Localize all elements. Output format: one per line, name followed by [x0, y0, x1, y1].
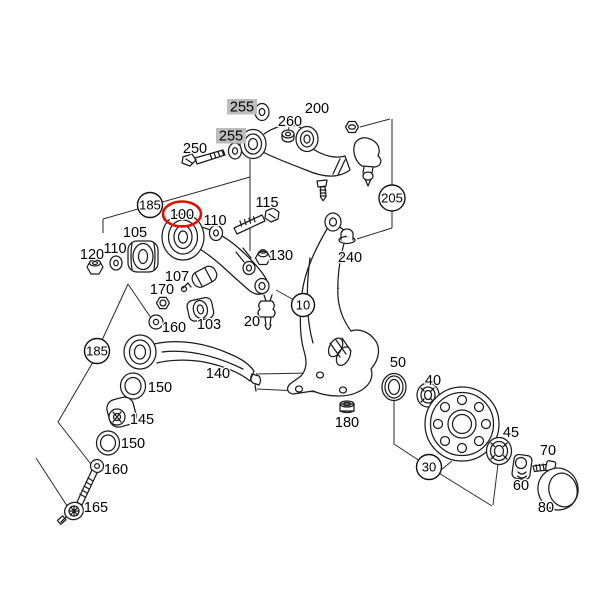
- stabilizer-link-165: [56, 469, 98, 525]
- callout-115: 115: [255, 195, 278, 211]
- cap-80: [537, 467, 579, 511]
- callout-130: 130: [269, 248, 293, 264]
- washer-110-left: [109, 255, 123, 271]
- callouts: 255 255 250 260 200 205 185 100 110 115 …: [79, 99, 557, 517]
- svg-text:30: 30: [422, 460, 436, 475]
- callout-110-left: 110: [103, 241, 126, 257]
- nut-170: [155, 296, 171, 310]
- callout-50: 50: [390, 355, 406, 371]
- callout-100-red-oval: 100: [161, 200, 203, 228]
- callout-255-lower: 255: [216, 128, 246, 145]
- callout-140: 140: [206, 366, 230, 382]
- nut-260: [281, 129, 295, 143]
- callout-170: 170: [150, 282, 174, 298]
- callout-110-right: 110: [203, 213, 226, 229]
- washer-110-right: [208, 224, 224, 242]
- upper-control-arm: [239, 124, 351, 177]
- callout-10: 10: [290, 292, 316, 318]
- callout-60: 60: [513, 478, 529, 494]
- callout-105: 105: [123, 225, 147, 241]
- nut-120: [86, 259, 104, 275]
- guide-bolt-250: [181, 149, 226, 167]
- callout-103: 103: [197, 317, 221, 333]
- nut-130: [254, 249, 272, 266]
- svg-text:185: 185: [86, 344, 108, 359]
- svg-text:185: 185: [139, 198, 161, 213]
- upper-ball-joint: [353, 137, 382, 187]
- ball-joint-20: [257, 294, 276, 331]
- callout-107: 107: [165, 269, 189, 285]
- svg-text:255: 255: [219, 129, 243, 145]
- callout-80: 80: [538, 500, 554, 516]
- callout-45: 45: [503, 425, 519, 441]
- callout-150-lower: 150: [121, 436, 145, 452]
- callout-70: 70: [540, 443, 556, 459]
- bushing-105: [127, 240, 159, 273]
- callout-205: 205: [378, 184, 406, 212]
- washer-160-upper: [148, 314, 164, 330]
- bushing-103: [186, 297, 215, 322]
- bearing-45: [485, 436, 513, 466]
- callout-145: 145: [130, 412, 154, 428]
- wheel-hub: [424, 386, 500, 462]
- callout-120: 120: [80, 247, 104, 263]
- bushing-145: [106, 396, 137, 428]
- washer-255-lower: [227, 142, 243, 160]
- nut-180: [339, 400, 355, 414]
- bushing-107: [180, 265, 218, 293]
- callout-150-upper: 150: [148, 380, 172, 396]
- svg-text:205: 205: [381, 191, 403, 206]
- seal-50: [381, 372, 407, 402]
- lock-60: [511, 453, 533, 481]
- callout-260: 260: [278, 114, 302, 130]
- callout-180: 180: [335, 415, 359, 431]
- upper-arm-mount-bolt: [316, 179, 328, 202]
- callout-185-lower: 185: [83, 337, 111, 365]
- nut-240: [338, 228, 356, 245]
- callout-240: 240: [338, 250, 362, 266]
- callout-40: 40: [425, 373, 441, 389]
- svg-text:100: 100: [170, 207, 194, 223]
- bolt-115: [233, 207, 280, 235]
- callout-160-lower: 160: [104, 462, 128, 478]
- callout-20: 20: [244, 314, 260, 330]
- lower-front-control-arm-140: [123, 334, 262, 392]
- callout-30: 30: [415, 453, 443, 481]
- callout-200: 200: [305, 101, 329, 117]
- upper-ball-joint-nut: [344, 120, 360, 134]
- svg-text:255: 255: [230, 100, 254, 116]
- callout-165: 165: [84, 500, 108, 516]
- washer-255-top: [254, 102, 270, 122]
- callout-160-upper: 160: [162, 320, 186, 336]
- ring-150-upper: [119, 372, 147, 400]
- callout-250: 250: [183, 141, 207, 157]
- callout-255-top: 255: [227, 99, 257, 116]
- svg-text:10: 10: [296, 298, 310, 313]
- callout-185-upper: 185: [136, 191, 164, 219]
- ring-150-lower: [95, 430, 121, 456]
